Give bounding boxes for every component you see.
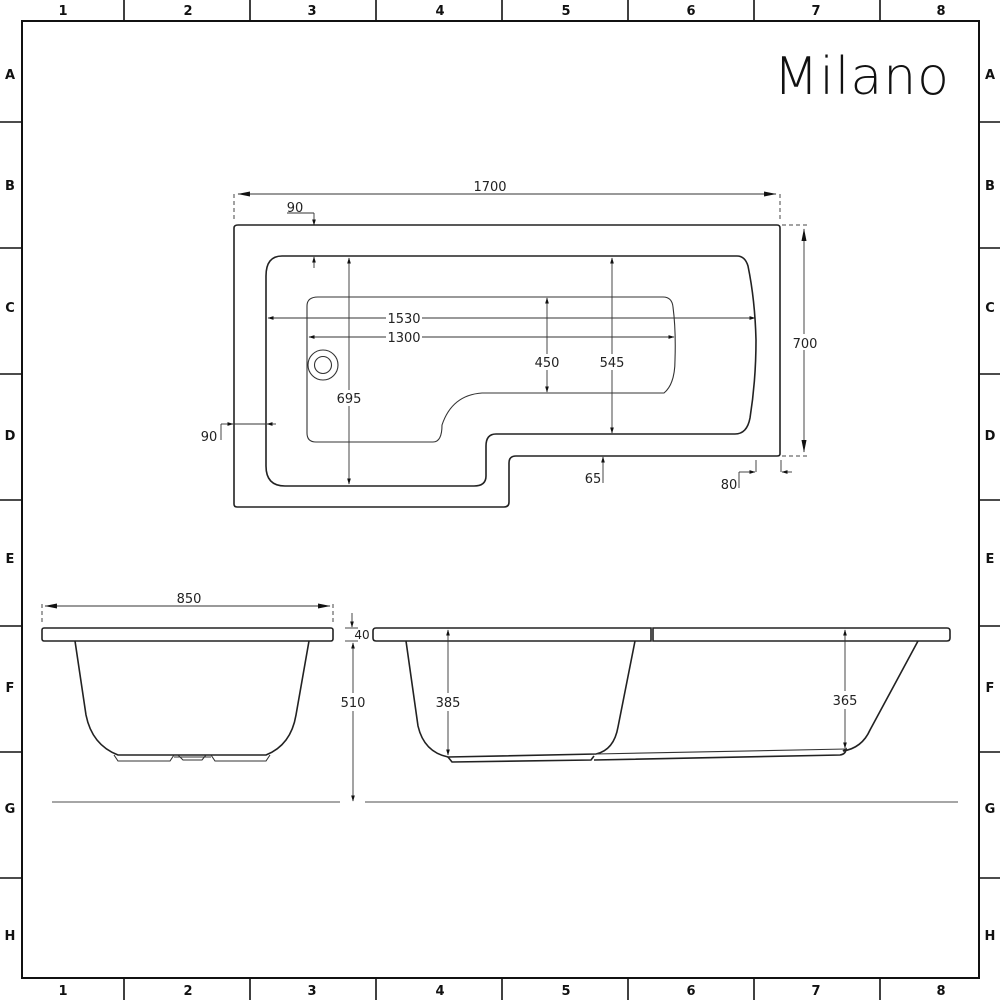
plan-view: 1700 90 700 1530 1300 695 450 545 — [201, 178, 822, 508]
dim-height: 510 — [341, 696, 366, 711]
column-label: 4 — [435, 4, 444, 19]
row-label: G — [5, 802, 16, 817]
plan-floor — [306, 296, 676, 443]
side-view-tub-left — [405, 640, 636, 758]
column-label: 6 — [686, 984, 695, 999]
row-label: A — [5, 68, 15, 83]
column-label: 3 — [307, 4, 316, 19]
waste-outlet-icon — [307, 349, 339, 381]
column-label: 7 — [811, 4, 820, 19]
dim-depth-left: 385 — [436, 696, 461, 711]
column-labels-bottom: 1 2 3 4 5 6 7 8 — [58, 984, 945, 999]
row-labels-right: A B C D E F G H — [985, 68, 996, 944]
plan-outer-rim — [233, 224, 781, 508]
row-label: H — [985, 929, 996, 944]
column-label: 4 — [435, 984, 444, 999]
row-label: B — [985, 179, 995, 194]
row-labels-left: A B C D E F G H — [5, 68, 16, 944]
end-view: 850 40 510 — [41, 592, 370, 803]
dim-inner-narrow-width: 545 — [600, 356, 625, 371]
column-label: 1 — [58, 984, 67, 999]
side-view-rim-right — [652, 627, 951, 642]
dim-floor-length: 1300 — [387, 331, 420, 346]
row-label: H — [5, 929, 16, 944]
dim-overall-length: 1700 — [473, 180, 506, 195]
column-labels-top: 1 2 3 4 5 6 7 8 — [58, 4, 945, 19]
dim-rim-right: 80 — [721, 478, 738, 493]
row-label: E — [6, 552, 15, 567]
column-label: 6 — [686, 4, 695, 19]
column-label: 7 — [811, 984, 820, 999]
column-label: 3 — [307, 984, 316, 999]
column-label: 2 — [183, 984, 192, 999]
dim-inner-width: 695 — [337, 392, 362, 407]
row-label: C — [5, 301, 15, 316]
row-label: C — [985, 301, 995, 316]
dim-rim-left: 90 — [201, 430, 218, 445]
dim-rim-step: 65 — [585, 472, 602, 487]
end-view-rim — [41, 627, 334, 642]
row-label: G — [985, 802, 996, 817]
row-label: E — [986, 552, 995, 567]
side-view-tub-right — [447, 640, 919, 763]
column-label: 8 — [936, 984, 945, 999]
dim-inner-length: 1530 — [387, 312, 420, 327]
row-label: B — [5, 179, 15, 194]
dim-depth-right: 365 — [833, 694, 858, 709]
row-label: D — [5, 429, 16, 444]
dim-rim-thickness: 40 — [354, 628, 369, 642]
dim-rim-top: 90 — [287, 201, 304, 216]
column-label: 5 — [561, 4, 570, 19]
column-label: 5 — [561, 984, 570, 999]
row-label: F — [986, 681, 995, 696]
row-label: A — [985, 68, 995, 83]
column-label: 8 — [936, 4, 945, 19]
dim-floor-narrow-width: 450 — [535, 356, 560, 371]
dim-end-width: 850 — [177, 592, 202, 607]
plan-inner-edge — [265, 255, 757, 487]
side-view: 385 365 — [365, 627, 958, 803]
brand-logo: Milano — [774, 47, 950, 107]
column-label: 1 — [58, 4, 67, 19]
row-label: D — [985, 429, 996, 444]
dim-overall-width: 700 — [793, 337, 818, 352]
row-label: F — [6, 681, 15, 696]
side-view-rim-left — [372, 627, 652, 642]
end-view-tub — [74, 640, 310, 756]
column-label: 2 — [183, 4, 192, 19]
